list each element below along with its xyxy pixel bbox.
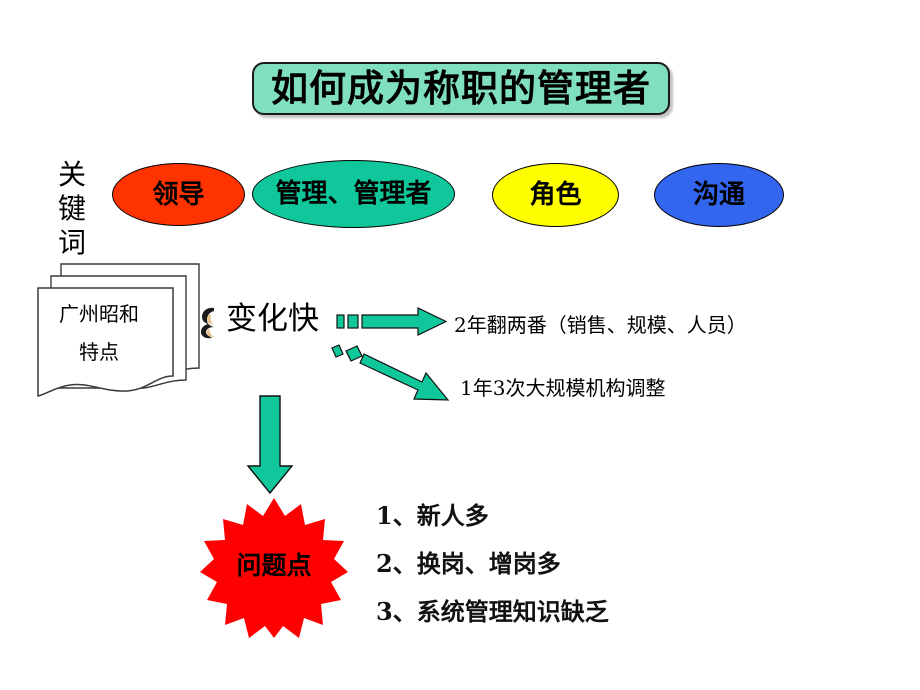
keyword-ellipse-management: 管理、管理者 bbox=[252, 160, 455, 228]
problem-burst-shape bbox=[200, 498, 348, 638]
arrow-down-icon bbox=[240, 394, 300, 501]
keyword-ellipse-label: 沟通 bbox=[692, 180, 745, 210]
keyword-ellipse-label: 领导 bbox=[152, 179, 205, 210]
slide-title: 如何成为称职的管理者 bbox=[271, 67, 651, 110]
problem-burst-label: 问题点 bbox=[236, 551, 312, 580]
problem-item: 2、换岗、增岗多 bbox=[376, 549, 561, 578]
arrow-diagonal-icon bbox=[330, 342, 456, 413]
keyword-ellipse-label: 管理、管理者 bbox=[275, 179, 432, 209]
detail-text-growth: 2年翻两番（销售、规模、人员） bbox=[454, 313, 747, 337]
keyword-ellipse-leadership: 领导 bbox=[112, 163, 245, 226]
arrow-right-icon bbox=[336, 306, 448, 343]
keyword-label-char-1: 关 bbox=[57, 158, 86, 191]
keyword-ellipse-communication: 沟通 bbox=[654, 163, 784, 227]
problem-item: 1、新人多 bbox=[376, 501, 489, 530]
document-stack-text: 广州昭和 特点 bbox=[34, 295, 164, 371]
change-speed-label: 变化快 bbox=[226, 301, 319, 337]
pointing-hand-icon bbox=[198, 306, 222, 340]
document-line-1: 广州昭和 bbox=[59, 302, 139, 326]
keyword-label-char-3: 词 bbox=[57, 226, 86, 260]
detail-text-restructuring: 1年3次大规模机构调整 bbox=[460, 376, 666, 400]
problem-list: 1、新人多 2、换岗、增岗多 3、系统管理知识缺乏 bbox=[376, 504, 706, 648]
keyword-label-char-2: 键 bbox=[57, 192, 86, 226]
keyword-ellipse-role: 角色 bbox=[492, 163, 619, 227]
problem-item: 3、系统管理知识缺乏 bbox=[376, 597, 609, 626]
document-stack-shape bbox=[26, 258, 206, 404]
keyword-ellipse-label: 角色 bbox=[529, 180, 582, 210]
keyword-label: 关 键 词 bbox=[52, 158, 92, 260]
slide-title-box: 如何成为称职的管理者 bbox=[252, 62, 670, 115]
document-line-2: 特点 bbox=[79, 340, 119, 364]
